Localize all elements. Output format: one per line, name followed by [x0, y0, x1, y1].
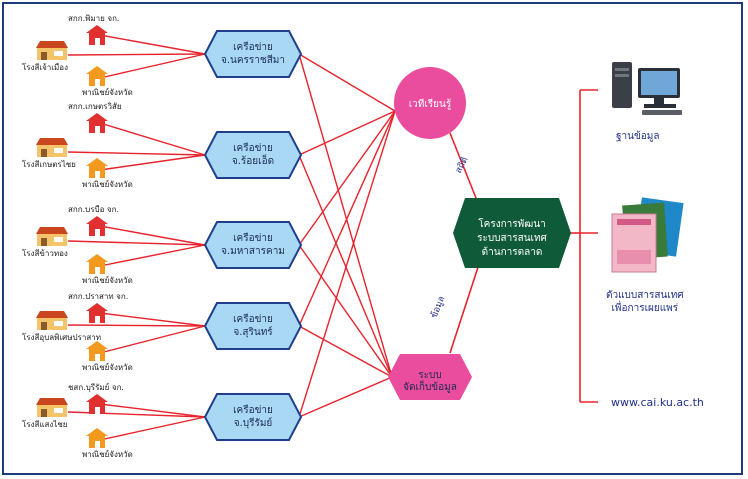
edge-hex-storage-0	[298, 53, 393, 378]
commerce-house-icon-3	[86, 341, 108, 361]
mill-label-1: โรงสีเกษตรไชย	[22, 160, 76, 169]
docs-label-line1: ตัวแบบสารสนเทศ	[606, 290, 684, 301]
commerce-house-icon-2	[86, 254, 108, 274]
edge-mill-3	[67, 324, 206, 327]
website-link[interactable]: www.cai.ku.ac.th	[611, 396, 704, 409]
network-label-line1: เครือข่าย	[233, 405, 273, 416]
project-label: โครงการพัฒนา ระบบสารสนเทศ ด้านการตลาด	[454, 218, 570, 260]
project-node	[453, 198, 571, 268]
coop-label-4: ชสก.บุรีรัมย์ จก.	[68, 383, 124, 392]
mill-label-4: โรงสีแสงไชย	[22, 420, 68, 429]
edge-hex-storage-1	[298, 154, 393, 378]
network-label-line1: เครือข่าย	[233, 314, 273, 325]
coop-house-icon-0	[86, 25, 108, 45]
coop-house-icon-1	[86, 113, 108, 133]
network-label-line2: จ.สุรินทร์	[233, 327, 273, 338]
storage-label: ระบบ จัดเก็บข้อมูล	[388, 370, 472, 394]
project-label-line3: ด้านการตลาด	[481, 247, 543, 258]
commerce-label-0: พาณิชย์จังหวัด	[82, 88, 133, 97]
edge-coop-0	[99, 34, 206, 55]
storage-label-line2: จัดเก็บข้อมูล	[403, 382, 457, 393]
edge-storage-project	[449, 254, 483, 354]
project-label-line1: โครงการพัฒนา	[478, 219, 546, 230]
network-hex-1	[203, 131, 303, 179]
network-label-2: เครือข่ายจ.มหาสารคาม	[207, 232, 299, 258]
edge-shop-0	[99, 53, 206, 79]
coop-label-0: สกก.พิมาย จก.	[68, 14, 120, 23]
coop-house-icon-3	[86, 303, 108, 323]
edge-mill-2	[67, 240, 206, 246]
commerce-house-icon-0	[86, 66, 108, 86]
network-label-line1: เครือข่าย	[233, 42, 273, 53]
commerce-label-4: พาณิชย์จังหวัด	[82, 450, 133, 459]
network-hex-4	[203, 393, 303, 441]
rice-mill-icon-2	[36, 227, 68, 246]
edge-shop-4	[99, 416, 206, 441]
network-label-line2: จ.บุรีรัมย์	[233, 418, 273, 429]
network-label-4: เครือข่ายจ.บุรีรัมย์	[207, 404, 299, 430]
commerce-house-icon-1	[86, 158, 108, 178]
rice-mill-icon-0	[36, 41, 68, 60]
edge-hex-forum-3	[298, 110, 396, 327]
edge-coop-1	[99, 122, 206, 156]
network-hex-3	[203, 302, 303, 350]
edge-shop-1	[99, 154, 206, 171]
forum-label: เวทีเรียนรู้	[408, 99, 452, 110]
coop-house-icon-2	[86, 216, 108, 236]
coop-label-3: สกก.ปราสาท จก.	[68, 292, 129, 301]
edge-hex-forum-0	[298, 53, 396, 112]
commerce-label-1: พาณิชย์จังหวัด	[82, 180, 133, 189]
rice-mill-icon-1	[36, 138, 68, 157]
network-hex-0	[203, 30, 303, 78]
mill-label-2: โรงสีข้าวทอง	[22, 249, 68, 258]
mill-label-3: โรงสีอุบลพิเศษปราสาท	[22, 333, 102, 342]
edge-mill-1	[67, 151, 206, 156]
commerce-label-2: พาณิชย์จังหวัด	[82, 276, 133, 285]
storage-node	[388, 354, 472, 400]
network-label-line2: จ.นครราชสีมา	[220, 55, 286, 66]
computer-icon	[612, 62, 682, 115]
coop-label-1: สกก.เกษตรวิสัย	[68, 102, 122, 111]
mill-label-0: โรงสีเจ้าเมือง	[22, 63, 69, 72]
edge-coop-4	[99, 403, 206, 418]
project-label-line2: ระบบสารสนเทศ	[477, 233, 547, 244]
database-label: ฐานข้อมูล	[616, 131, 660, 142]
network-label-line1: เครือข่าย	[233, 233, 273, 244]
publications-icon	[611, 197, 684, 273]
edge-hex-forum-4	[298, 110, 396, 418]
network-hex-2	[203, 221, 303, 269]
network-label-line2: จ.ร้อยเอ็ด	[231, 156, 275, 167]
edge-hex-storage-2	[298, 244, 393, 378]
rice-mill-icon-3	[36, 311, 68, 330]
network-label-0: เครือข่ายจ.นครราชสีมา	[207, 41, 299, 67]
edge-shop-3	[99, 325, 206, 354]
network-label-line1: เครือข่าย	[233, 143, 273, 154]
commerce-house-icon-4	[86, 428, 108, 448]
rice-mill-icon-4	[36, 398, 68, 417]
network-label-1: เครือข่ายจ.ร้อยเอ็ด	[207, 142, 299, 168]
edge-hex-storage-3	[298, 325, 393, 378]
edge-coop-3	[99, 312, 206, 327]
forum-node	[394, 67, 466, 139]
edge-hex-storage-4	[298, 376, 393, 418]
docs-label: ตัวแบบสารสนเทศ เพื่อการเผยแพร่	[606, 289, 684, 315]
edge-coop-2	[99, 225, 206, 246]
commerce-label-3: พาณิชย์จังหวัด	[82, 363, 133, 372]
network-label-3: เครือข่ายจ.สุรินทร์	[207, 313, 299, 339]
edge-hex-forum-2	[298, 110, 396, 246]
storage-label-line1: ระบบ	[418, 370, 442, 381]
edge-shop-2	[99, 244, 206, 267]
edge-mill-0	[67, 53, 206, 56]
docs-label-line2: เพื่อการเผยแพร่	[611, 303, 679, 314]
coop-label-2: สกก.บรบือ จก.	[68, 205, 119, 214]
edge-hex-forum-1	[298, 110, 396, 156]
network-label-line2: จ.มหาสารคาม	[221, 246, 285, 257]
coop-house-icon-4	[86, 394, 108, 414]
